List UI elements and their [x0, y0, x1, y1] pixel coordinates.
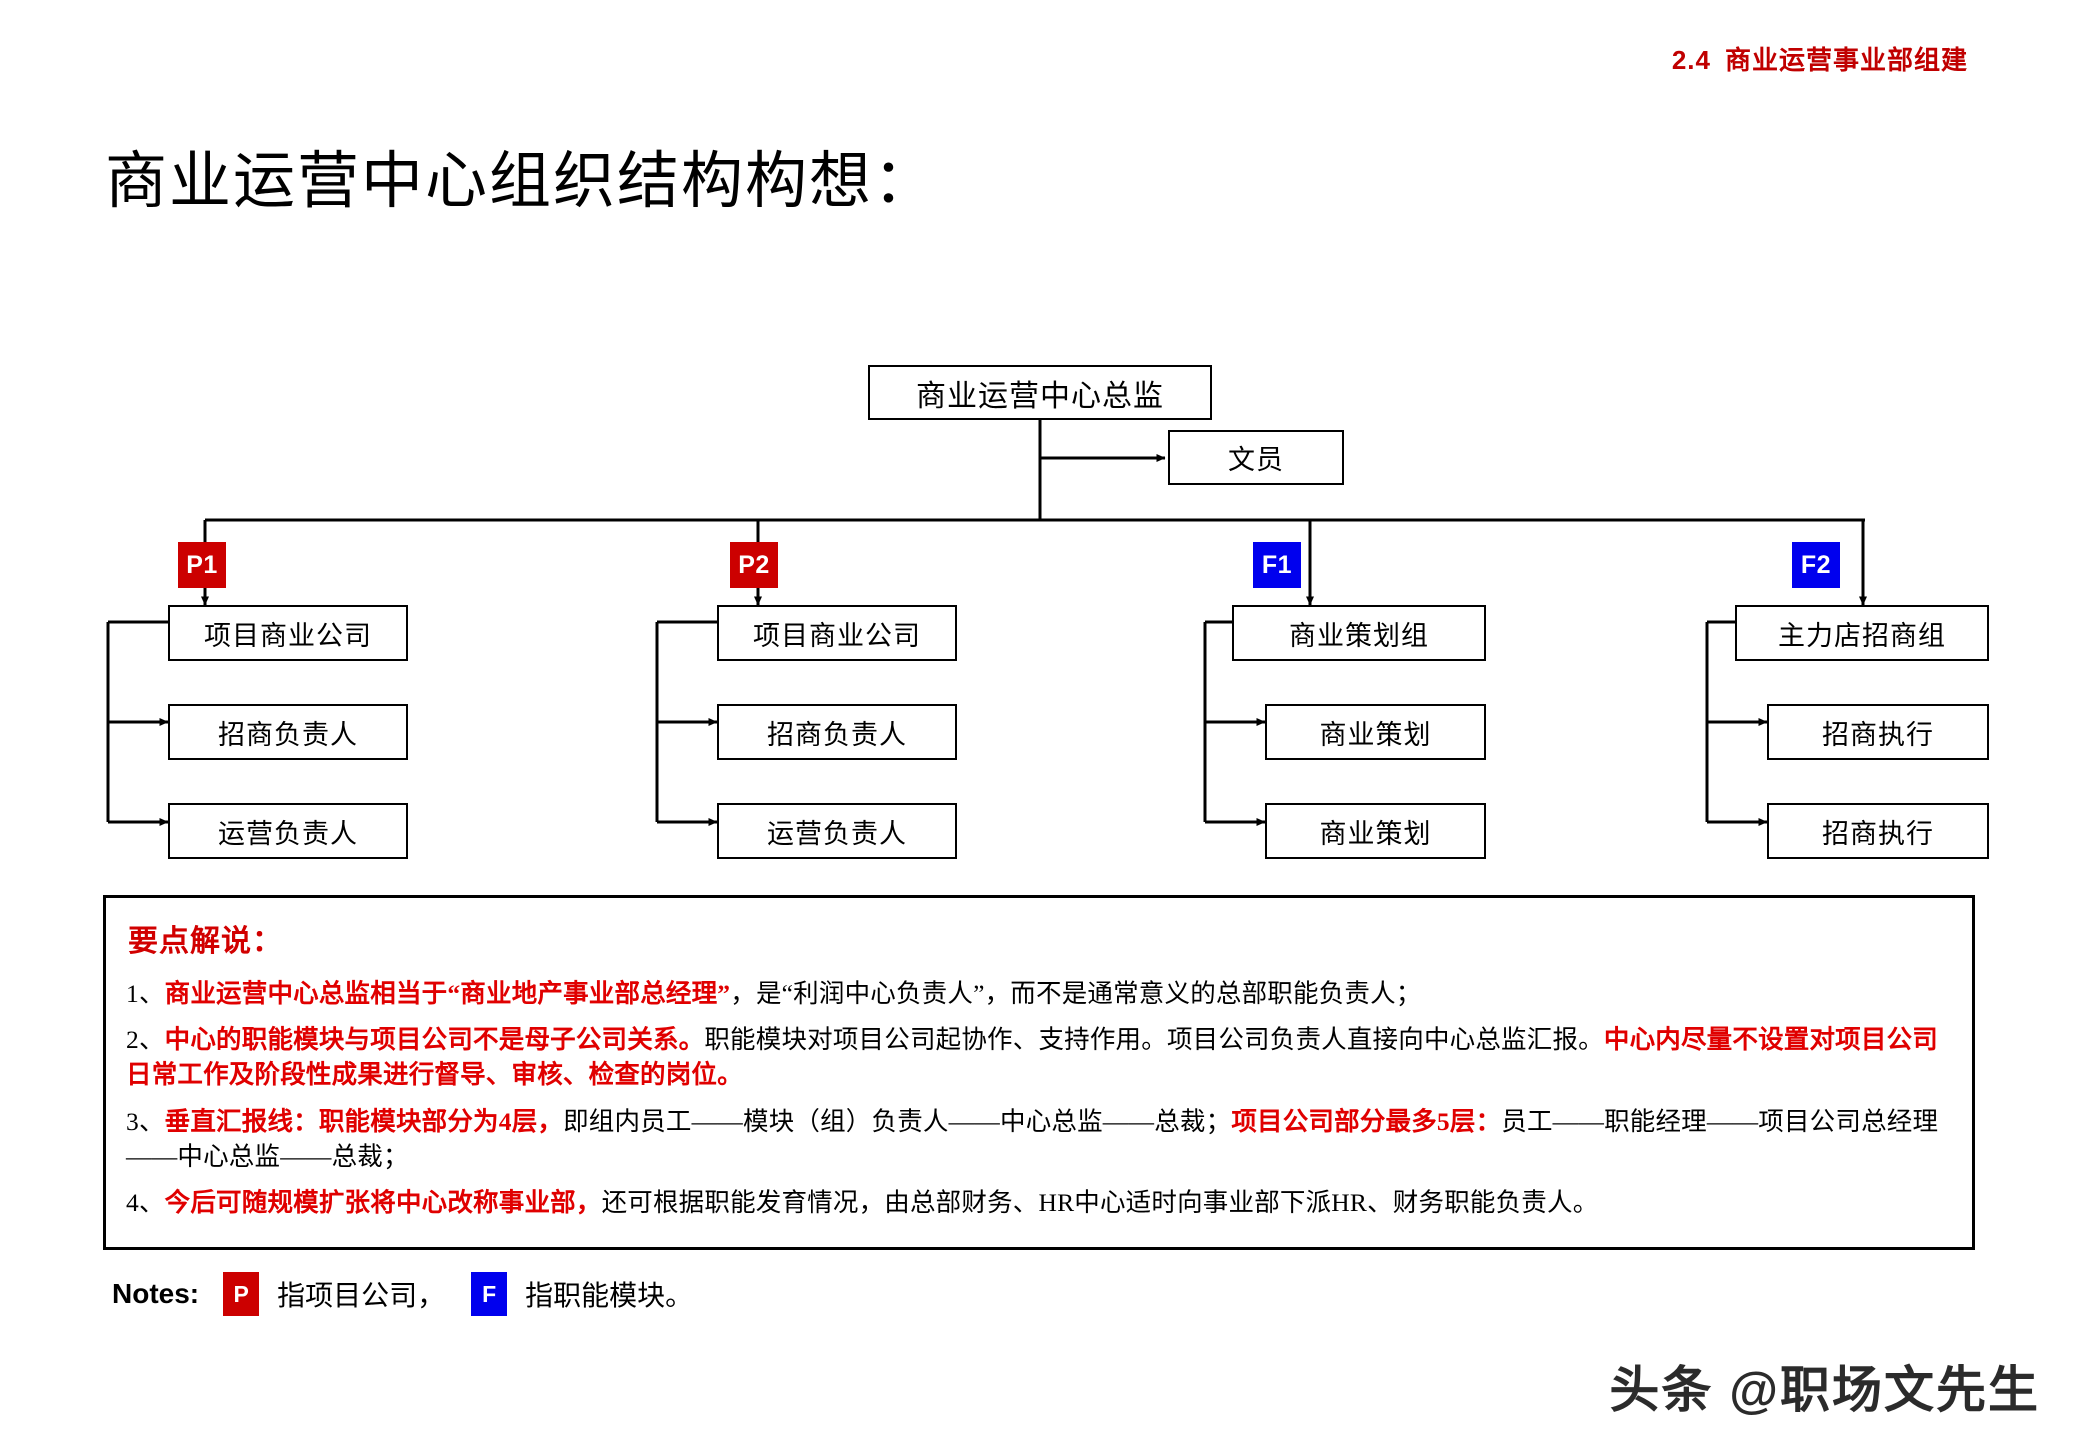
legend-label: Notes: [112, 1278, 200, 1309]
section-title: 商业运营事业部组建 [1724, 45, 1968, 75]
key-point-index: 3、 [126, 1106, 165, 1136]
badge-f2: F2 [1792, 542, 1840, 588]
page-title: 商业运营中心组织结构构想： [105, 148, 938, 216]
org-node-head-1[interactable]: 项目商业公司 [168, 605, 408, 661]
org-node-child-4-2[interactable]: 招商执行 [1767, 803, 1989, 859]
key-point-item: 4、今后可随规模扩张将中心改称事业部，还可根据职能发育情况，由总部财务、HR中心… [126, 1185, 1952, 1220]
org-chart-connector-lines [106, 420, 1867, 826]
org-node-child-1-1[interactable]: 招商负责人 [168, 704, 408, 760]
org-node-child-2-2[interactable]: 运营负责人 [717, 803, 957, 859]
org-node-head-2[interactable]: 项目商业公司 [717, 605, 957, 661]
key-point-emphasis: 中心内尽量不设置对项目公司日常工作及阶段性成果进行督导、审核、检查的岗位。 [126, 1025, 1938, 1090]
org-node-assistant[interactable]: 文员 [1168, 430, 1344, 485]
key-point-emphasis: 中心的职能模块与项目公司不是母子公司关系。 [164, 1025, 705, 1055]
key-point-text: 职能模块对项目公司起协作、支持作用。项目公司负责人直接向中心总监汇报。 [704, 1025, 1604, 1055]
badge-f1: F1 [1253, 542, 1301, 588]
legend-badge-p: P [223, 1272, 260, 1316]
section-number: 2.4 [1671, 45, 1711, 75]
org-node-child-2-1[interactable]: 招商负责人 [717, 704, 957, 760]
org-node-root[interactable]: 商业运营中心总监 [868, 365, 1212, 420]
slide-section-header: 2.4 商业运营事业部组建 [1672, 40, 1968, 77]
key-point-text: ，是“利润中心负责人”，而不是通常意义的总部职能负责人； [730, 979, 1422, 1008]
key-point-text: 还可根据职能发育情况，由总部财务、HR中心适时向事业部下派HR、财务职能负责人。 [601, 1187, 1599, 1217]
legend-badge-f: F [471, 1272, 508, 1316]
org-chart: 商业运营中心总监 文员 P1 项目商业公司 招商负责人 运营负责人 P2 项目商… [106, 365, 1989, 859]
legend-text-p: 指项目公司， [277, 1281, 446, 1312]
org-node-child-1-2[interactable]: 运营负责人 [168, 803, 408, 859]
key-point-text: 员工——职能经理——项目公司总经理——中心总监——总裁； [126, 1106, 1939, 1171]
legend-notes: Notes: P 指项目公司， F 指职能模块。 [112, 1272, 719, 1316]
key-point-emphasis: 项目公司部分最多5层： [1231, 1106, 1502, 1136]
key-point-item: 1、商业运营中心总监相当于“商业地产事业部总经理”，是“利润中心负责人”，而不是… [126, 976, 1952, 1011]
key-points-title: 要点解说： [128, 925, 283, 958]
key-point-index: 2、 [126, 1025, 165, 1055]
org-node-child-4-1[interactable]: 招商执行 [1767, 704, 1989, 760]
key-point-emphasis: 垂直汇报线：职能模块部分为4层， [164, 1106, 564, 1136]
key-point-emphasis: 商业运营中心总监相当于“商业地产事业部总经理” [164, 979, 731, 1008]
badge-p2: P2 [730, 542, 778, 588]
key-points-list: 1、商业运营中心总监相当于“商业地产事业部总经理”，是“利润中心负责人”，而不是… [126, 976, 1952, 1220]
watermark: 头条 @职场文先生 [1609, 1362, 2040, 1418]
badge-p1: P1 [178, 542, 226, 588]
org-node-child-3-1[interactable]: 商业策划 [1265, 704, 1486, 760]
org-node-head-3[interactable]: 商业策划组 [1232, 605, 1486, 661]
legend-text-f: 指职能模块。 [525, 1281, 694, 1312]
key-point-text: 即组内员工——模块（组）负责人——中心总监——总裁； [563, 1106, 1232, 1136]
key-point-index: 1、 [126, 979, 165, 1008]
org-node-child-3-2[interactable]: 商业策划 [1265, 803, 1486, 859]
key-points-panel: 要点解说： 1、商业运营中心总监相当于“商业地产事业部总经理”，是“利润中心负责… [103, 895, 1975, 1250]
key-point-index: 4、 [126, 1187, 165, 1217]
key-point-item: 2、中心的职能模块与项目公司不是母子公司关系。职能模块对项目公司起协作、支持作用… [126, 1022, 1952, 1092]
key-point-item: 3、垂直汇报线：职能模块部分为4层，即组内员工——模块（组）负责人——中心总监—… [126, 1104, 1952, 1174]
key-point-emphasis: 今后可随规模扩张将中心改称事业部， [164, 1187, 602, 1217]
org-node-head-4[interactable]: 主力店招商组 [1735, 605, 1989, 661]
